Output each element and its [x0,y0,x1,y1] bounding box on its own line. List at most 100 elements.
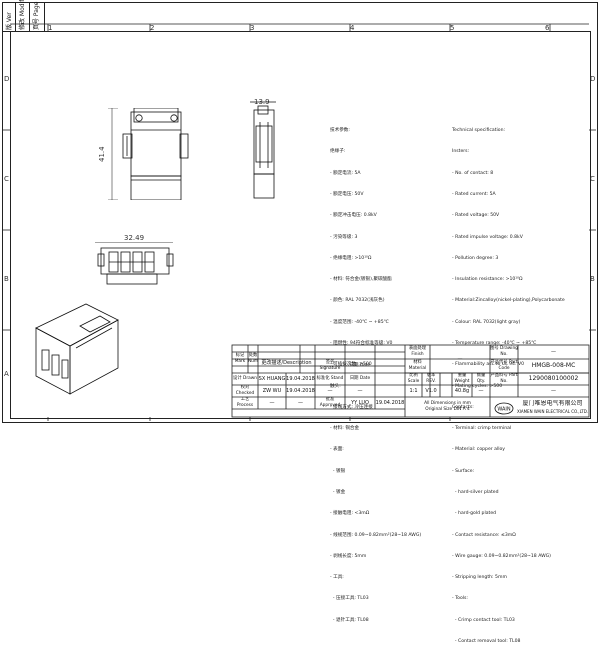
spec-en-line: - Mating cycles: >500 [452,383,503,389]
spec-cn-line: - 线规范围: 0.09~0.82mm²(28~18 AWG) [330,532,422,538]
tb-qty-label: 数量 Qty. [476,373,486,384]
tb-approved-date: 19.04.2018 [375,400,405,406]
spec-cn-line: - 材料: 铜合金 [330,426,360,432]
zone-left-c: C [4,175,9,183]
company-logo: WAIN [494,400,514,415]
revision-strip: 版 Ver 修改 Modify 页号 Page [2,0,45,32]
front-view-drawing [122,108,189,200]
spec-cn-line: - 镀银 [330,468,346,474]
spec-en-line: - Contact removal tool: TL08 [452,638,521,644]
tb-stand-value: — [327,388,333,394]
spec-cn-line: - 镀金 [330,489,346,495]
tb-approved-label: 批准 Approved [319,397,341,408]
spec-cn-line: - 接线方式: 冷压连接 [330,404,373,410]
dim-height-line [108,108,118,200]
tb-weight-label: 重量 Weight [454,373,470,384]
tb-process-label: 工艺 Process [236,397,254,408]
spec-cn-line: - 退针工具: TL08 [330,617,369,623]
tb-rev-label: 版本 REV. [426,373,436,384]
top-zone-strip [10,2,589,3]
spec-cn-line: - 接触电阻: <3mΩ [330,511,370,517]
tb-scale-label: 比例 Scale [407,373,420,384]
tb-drawn-label: 设计 Drawn [233,376,257,381]
spec-cn-line: - 额定电压: 50V [330,192,364,198]
tb-checked-date: 19.04.2018 [286,388,315,394]
inner-frame [10,31,591,419]
tb-stand-label: 标准化 Stand [316,376,344,381]
spec-cn-line: - 额定冲击电压: 0.8kV [330,213,377,219]
zone-left-a: A [4,370,9,378]
spec-en-line: - Insulation resistance: >10¹⁰Ω [452,277,523,283]
spec-en-line: - Rated current: 5A [452,192,496,198]
tb-num-label: 处数 Num [248,353,258,364]
zone-top-2: 2 [150,24,155,32]
side-view-drawing [250,101,276,199]
tb-part-code-label: 产品代号 Part Code [490,360,518,371]
tb-date-label-2: 日期 Date [349,376,371,381]
spec-cn-line: - 压接工具: TL03 [330,596,369,602]
zone-top-1: 1 [48,24,53,32]
spec-cn-line: 触头: [330,383,341,389]
company-name-en: XIAMEN WAIN ELECTRICAL CO.,LTD. [516,408,589,414]
spec-cn-line: 技术参数: [330,128,350,134]
dim-side-width-label: 13.9 [254,98,270,106]
spec-en-line: - Surface: [452,468,475,474]
tb-drawing-no-label: 图号 Drawing No. [490,346,518,357]
spec-en-line: Insters: [452,149,470,155]
spec-en-line: - Rated voltage: 50V [452,213,500,219]
tb-drawn-date: 19.04.2018 [286,376,315,382]
tb-desc-label: 更改描述/Description [261,359,312,366]
spec-en-line: Contacts: [452,404,474,410]
spec-en-line: - Rated impulse voltage: 0.8kV [452,234,523,240]
bottom-view-drawing [95,242,174,285]
tb-material-label: 材料 Material [408,360,427,371]
tb-process-date-value: — [298,400,303,406]
tb-drawing-no-value: — [551,349,556,355]
tb-date-label: 日期 Date [349,363,371,368]
spec-cn-line: - 温度范围: -40℃ ~ +85℃ [330,319,389,325]
tb-finish-label: 表面处理 Finish [408,346,427,357]
spec-cn-line: - 工具: [330,575,344,581]
spec-en-line: - Material:Zincalloy(nickel-plating),Pol… [452,298,565,304]
tb-stand-date-value: — [357,388,363,394]
svg-text:WAIN: WAIN [497,407,511,413]
spec-en-line: - Stripping length: 5mm [452,575,507,581]
spec-cn-line: - 阻燃性: 94符合标准等级: V0 [330,341,393,346]
spec-en-line: - Crimp contact tool: TL03 [452,617,515,623]
zone-right-c: C [590,175,595,183]
spec-en-line: - Material: copper alloy [452,447,506,453]
dim-bottom-width-label: 32.49 [124,234,145,242]
title-block-grid [231,344,590,418]
tb-approved-name: YY LUO [351,400,369,406]
spec-en-line: - hard-gold plated [452,511,497,517]
spec-en-line: - No. of contact: 8 [452,170,494,176]
tb-drawn-name: SX HUANG [258,376,286,382]
tb-part-no-value: 1290080100002 [528,375,579,382]
spec-en-line: - Contact resistance: ≤3mΩ [452,532,516,538]
tb-finish-value: — [457,356,463,362]
zone-ticks [2,23,596,421]
spec-en-line: - Flammability acc.to UL 94: V0 [452,362,525,368]
spec-en-line: - Wire gauge: 0.09~0.82mm²(28~18 AWG) [452,553,551,559]
zone-left-d: D [4,75,10,83]
tb-mark-label: 标记 Mark [234,353,246,364]
tb-empty-value: — [551,388,556,394]
tb-checked-label: 校对 Checked [235,385,255,396]
spec-cn-line: - 污染等级: 3 [330,234,358,240]
spec-cn-line: - 剥线长度: 5mm [330,553,367,559]
zone-right-d: D [590,75,596,83]
spec-en-line: - hard-silver plated [452,489,499,495]
tb-signature-label: 签名 Signature [319,360,341,371]
tb-part-code-value: HMGB-008-MC [531,362,576,369]
company-name-cn: 厦门唯恩电气有限公司 [522,400,583,407]
tb-qty-value: — [478,388,484,394]
spec-cn-line: - 表面: [330,447,344,453]
spec-en-line: - Pollution degree: 3 [452,255,499,261]
tb-weight-value: 40.8g [454,388,470,394]
tb-part-no-label: 产品料号 Part No. [490,373,518,384]
tb-scale-value: 1:1 [409,388,418,394]
tb-checked-name: ZW WU [262,388,282,394]
tb-rev-value: V1.0 [425,388,437,394]
spec-en-line: - Tools: [452,596,468,602]
spec-en-line: - Colour: RAL 7032(light gray) [452,319,521,325]
